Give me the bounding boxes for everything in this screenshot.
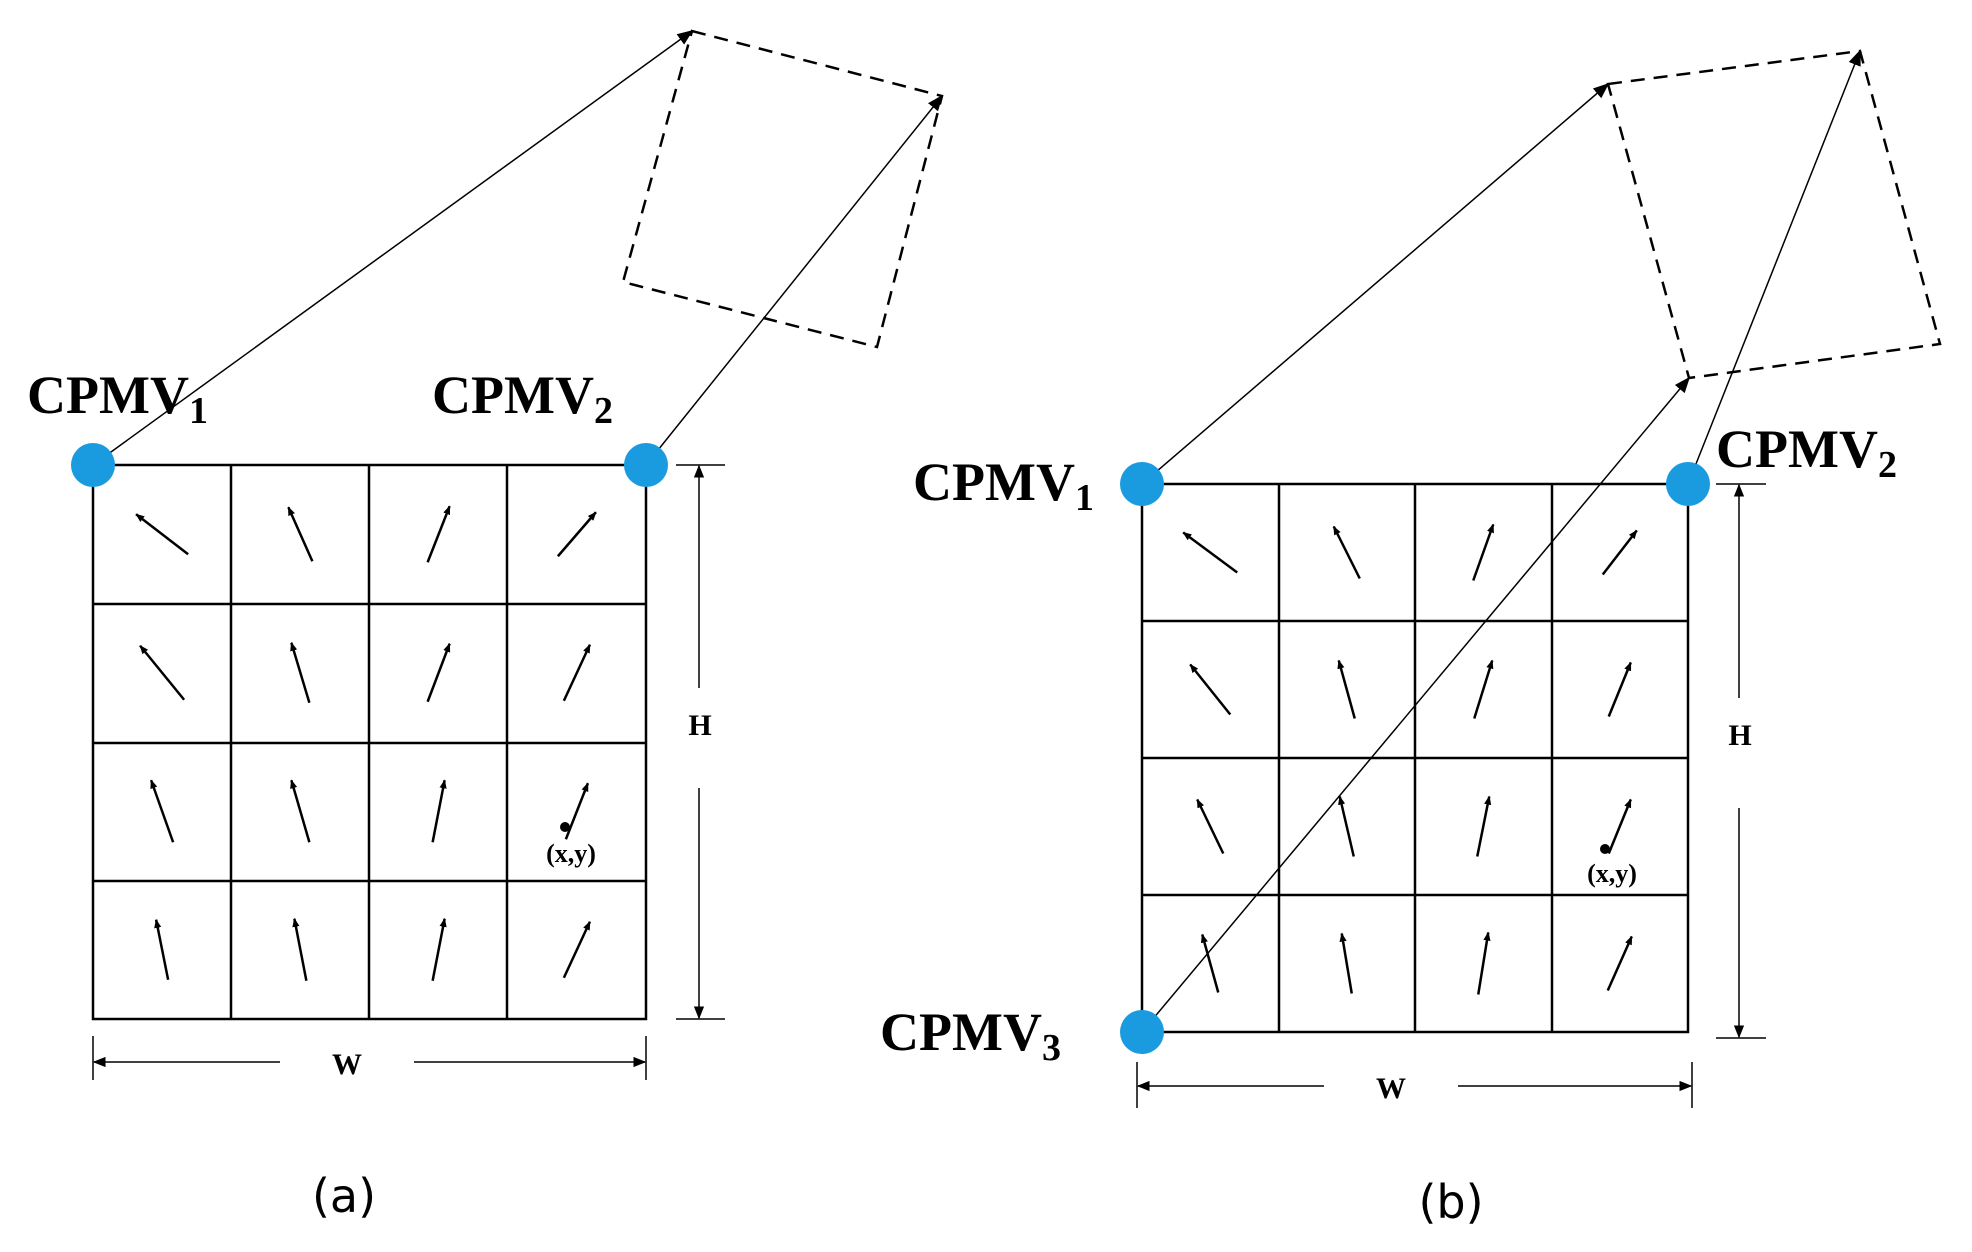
sub-block-arrow xyxy=(149,779,175,843)
block-grid-b xyxy=(1140,482,1690,1034)
cpmv3-vector-b xyxy=(1141,376,1691,1033)
sub-block-arrow xyxy=(1339,932,1353,994)
sub-block-arrow xyxy=(1476,795,1492,857)
sub-block-arrow xyxy=(1607,661,1632,717)
sub-block-arrow xyxy=(431,917,447,981)
sub-block-arrow xyxy=(431,779,447,843)
sub-block-arrow xyxy=(290,779,311,843)
width-label-a: W xyxy=(332,1048,362,1081)
sub-block-arrow xyxy=(290,641,311,704)
width-label-b: W xyxy=(1376,1072,1406,1105)
sub-block-arrow xyxy=(1601,529,1638,576)
sub-block-arrow xyxy=(556,511,597,558)
sub-block-arrow xyxy=(139,644,186,701)
sub-block-arrow xyxy=(1189,663,1232,716)
sub-block-arrow xyxy=(154,918,170,980)
sub-block-arrow xyxy=(564,782,590,840)
sub-block-arrow xyxy=(1607,798,1632,854)
cpmv1-label-b: CPMV1 xyxy=(913,452,1094,519)
cpmv1-vector-b xyxy=(1141,82,1610,485)
sub-block-motion-vectors-b xyxy=(1182,523,1638,995)
cpmv2-vector-a xyxy=(645,94,944,466)
sub-block-arrow xyxy=(1473,659,1494,719)
sub-block-arrow xyxy=(1338,795,1355,857)
point-label-a: (x,y) xyxy=(546,839,596,868)
sub-block-arrow xyxy=(1332,525,1361,580)
cpmv2-label-a: CPMV2 xyxy=(432,365,613,432)
height-dimension-a xyxy=(676,464,725,1020)
control-point-2-b xyxy=(1666,462,1710,506)
sub-block-arrow xyxy=(287,506,314,562)
sub-block-arrow xyxy=(426,642,451,703)
sub-block-arrow xyxy=(135,513,189,556)
sub-block-arrow xyxy=(562,643,592,702)
height-label-b: H xyxy=(1728,719,1751,752)
panel-a: CPMV1 CPMV2 (x,y) W H (a) xyxy=(27,29,944,1223)
control-point-1-b xyxy=(1120,462,1164,506)
moved-block-outline-b xyxy=(1606,49,1942,380)
caption-a: (a) xyxy=(312,1169,376,1223)
sub-block-arrow xyxy=(1477,931,1491,995)
cpmv3-label-b: CPMV3 xyxy=(880,1002,1061,1069)
sub-block-arrow xyxy=(1606,935,1633,992)
sub-block-arrow xyxy=(1196,798,1225,855)
sub-block-arrow xyxy=(1472,523,1495,581)
sub-block-arrow xyxy=(1182,531,1238,574)
point-label-b: (x,y) xyxy=(1587,859,1637,888)
sample-point-a xyxy=(560,822,570,832)
caption-b: (b) xyxy=(1418,1175,1483,1229)
sub-block-arrow xyxy=(1337,659,1356,719)
sub-block-arrow xyxy=(426,505,451,563)
sub-block-arrow xyxy=(1200,933,1220,993)
width-dimension-a xyxy=(92,1036,647,1080)
control-point-1-a xyxy=(71,443,115,487)
cpmv1-vector-a xyxy=(92,30,694,466)
moved-block-outline-a xyxy=(621,29,944,349)
cpmv2-vector-b xyxy=(1687,49,1861,485)
sub-block-motion-vectors-a xyxy=(135,505,597,981)
sample-point-b xyxy=(1600,844,1610,854)
control-point-2-a xyxy=(624,443,668,487)
cpmv1-label-a: CPMV1 xyxy=(27,365,208,432)
block-grid-a xyxy=(91,463,648,1021)
cpmv2-label-b: CPMV2 xyxy=(1716,419,1897,486)
height-label-a: H xyxy=(688,709,711,742)
sub-block-arrow xyxy=(292,917,308,981)
control-point-3-b xyxy=(1120,1010,1164,1054)
width-dimension-b xyxy=(1136,1062,1693,1108)
panel-b: CPMV1 CPMV2 CPMV3 (x,y) W H (b) xyxy=(880,49,1942,1229)
sub-block-arrow xyxy=(562,920,592,979)
height-dimension-b xyxy=(1716,483,1766,1039)
